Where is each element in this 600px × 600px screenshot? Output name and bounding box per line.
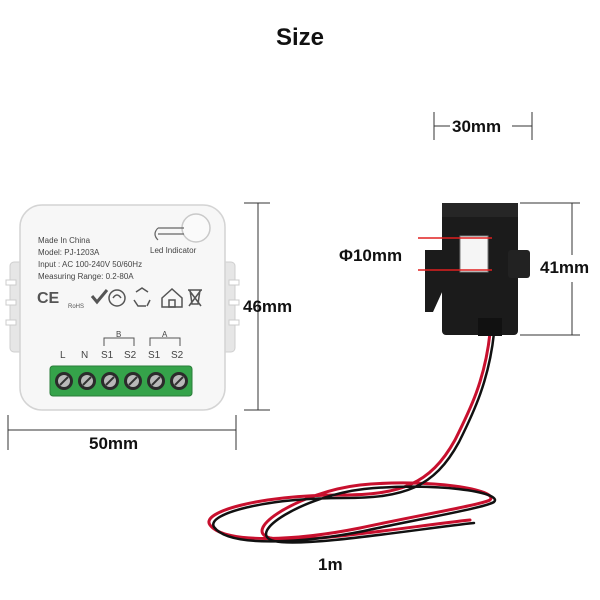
terminal-label-b-s2: S2 — [124, 350, 137, 361]
certification-icons — [90, 287, 202, 308]
group-a-label: A — [162, 330, 168, 339]
terminal-label-a-s1: S1 — [148, 350, 161, 361]
ct-width-dimension — [433, 112, 533, 140]
terminal-label-b-s1: S1 — [101, 350, 114, 361]
ct-width-label: 30mm — [452, 117, 502, 136]
module-width-dimension — [7, 415, 237, 450]
ce-mark: CE — [37, 290, 60, 307]
ct-hole-label: Φ10mm — [339, 246, 403, 265]
hole-marker — [418, 237, 492, 271]
ct-height-dimension — [520, 202, 580, 336]
ct-hole — [459, 235, 489, 273]
group-b-label: B — [116, 330, 122, 339]
led-indicator-icon — [181, 213, 211, 243]
module-model-text: Model: PJ-1203A — [38, 248, 100, 257]
rohs-mark: RoHS — [68, 304, 85, 310]
page-title: Size — [275, 24, 325, 51]
module-input-text: Input : AC 100-240V 50/60Hz — [38, 260, 143, 269]
ct-clamp — [425, 203, 530, 336]
terminal-label-a-s2: S2 — [171, 350, 184, 361]
module-width-label: 50mm — [89, 434, 139, 453]
module-height-label: 46mm — [243, 297, 293, 316]
module-range-text: Measuring Range: 0.2-80A — [38, 272, 134, 281]
module-origin-text: Made In China — [38, 236, 91, 245]
ct-cable — [207, 331, 497, 544]
terminal-label-n: N — [81, 350, 89, 361]
terminal-screws — [55, 372, 188, 390]
module-height-dimension — [244, 202, 270, 411]
cable-length-label: 1m — [318, 555, 343, 574]
terminal-label-l: L — [60, 350, 66, 361]
led-indicator-label: Led Indicator — [150, 246, 197, 255]
ct-height-label: 41mm — [540, 258, 590, 277]
